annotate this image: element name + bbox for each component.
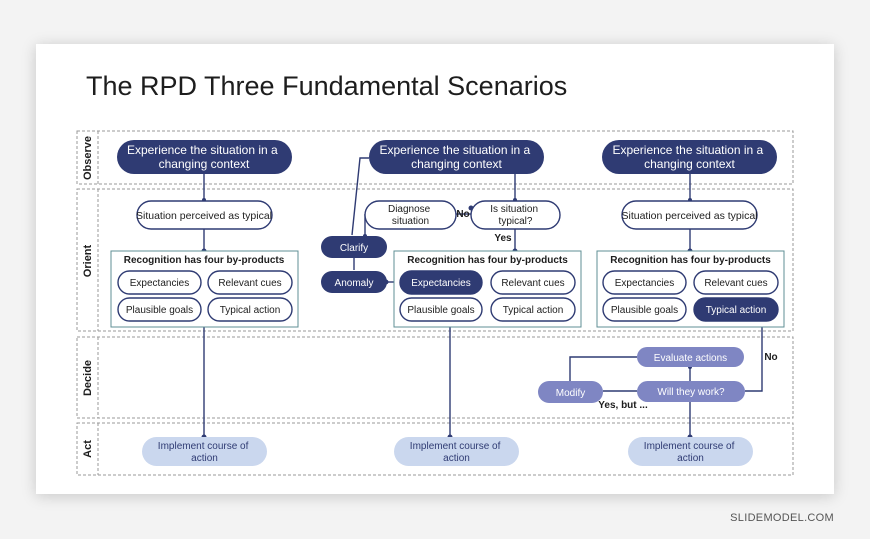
relevant-cues-node-2 [490, 270, 576, 295]
clarify-text: Clarify [340, 243, 368, 254]
band-orient [76, 188, 794, 332]
diagnose-text-a: Diagnose [388, 204, 431, 215]
perceived-typical-node-1 [136, 200, 273, 230]
will-they-work-node [637, 381, 745, 402]
expectancies-text-3: Expectancies [615, 278, 674, 289]
no-label-3: No [764, 352, 777, 363]
no-label-2: No [456, 209, 469, 220]
diagnose-text-b: situation [392, 216, 429, 227]
plausible-goals-text-2: Plausible goals [407, 305, 474, 316]
modify-text: Modify [556, 388, 585, 399]
experience-node-1 [117, 140, 292, 174]
experience-node-3 [602, 140, 777, 174]
modify-node [538, 381, 603, 403]
relevant-cues-text-1: Relevant cues [218, 278, 281, 289]
band-observe [76, 130, 794, 185]
implement-text-1a: Implement course of [158, 441, 249, 452]
typical-question-text-a: Is situation [490, 204, 538, 215]
plausible-goals-node-1 [117, 297, 202, 322]
svg-text:Diagnose situation: Diagnose situation [388, 204, 433, 227]
page-title: The RPD Three Fundamental Scenarios [86, 71, 568, 101]
svg-text:Implement course of acti: Implement course of action [644, 441, 737, 464]
anomaly-node [321, 271, 387, 293]
clarify-node [321, 236, 387, 258]
svg-text:Experience the situation in a: Experience the situation in a changing c… [127, 143, 281, 171]
relevant-cues-text-3: Relevant cues [704, 278, 767, 289]
typical-action-text-3: Typical action [706, 305, 767, 316]
implement-text-3b: action [677, 453, 704, 464]
experience-text-1b: changing context [159, 157, 250, 171]
expectancies-node-1 [117, 270, 202, 295]
svg-text:Implement course of acti: Implement course of action [158, 441, 251, 464]
expectancies-text-1: Expectancies [130, 278, 189, 289]
band-label-decide: Decide [82, 360, 94, 396]
band-label-orient: Orient [82, 244, 94, 277]
band-act [76, 422, 794, 476]
plausible-goals-text-3: Plausible goals [611, 305, 678, 316]
experience-text-2b: changing context [411, 157, 502, 171]
perceived-typical-text-3: Situation perceived as typical [622, 210, 758, 222]
expectancies-node-2 [399, 270, 483, 295]
experience-text-3a: Experience the situation in a [612, 143, 763, 157]
plausible-goals-text-1: Plausible goals [126, 305, 193, 316]
typical-action-node-2 [490, 297, 576, 322]
perceived-typical-node-3 [621, 200, 758, 230]
implement-node-1 [142, 437, 267, 466]
will-they-work-text: Will they work? [657, 387, 725, 398]
recognition-title-2: Recognition has four by-products [407, 255, 568, 266]
typical-action-text-1: Typical action [220, 305, 281, 316]
expectancies-text-2: Expectancies [411, 278, 470, 289]
typical-action-node-1 [207, 297, 293, 322]
relevant-cues-node-3 [693, 270, 779, 295]
implement-text-2b: action [443, 453, 470, 464]
expectancies-node-3 [602, 270, 687, 295]
recognition-title-1: Recognition has four by-products [124, 255, 285, 266]
svg-text:Experience the situation in a: Experience the situation in a changing c… [612, 143, 766, 171]
band-label-observe: Observe [82, 136, 94, 180]
experience-text-1a: Experience the situation in a [127, 143, 278, 157]
svg-text:Is situation typical?: Is situation typical? [490, 204, 541, 227]
experience-text-3b: changing context [644, 157, 735, 171]
yes-but-label: Yes, but ... [598, 400, 648, 411]
typical-question-node [470, 200, 561, 230]
relevant-cues-text-2: Relevant cues [501, 278, 564, 289]
anomaly-text: Anomaly [335, 278, 374, 289]
typical-action-text-2: Typical action [503, 305, 564, 316]
implement-text-3a: Implement course of [644, 441, 735, 452]
relevant-cues-node-1 [207, 270, 293, 295]
typical-question-text-b: typical? [499, 216, 533, 227]
plausible-goals-node-3 [602, 297, 687, 322]
evaluate-actions-text: Evaluate actions [654, 353, 727, 364]
svg-text:Implement course of acti: Implement course of action [410, 441, 503, 464]
scenario-3: Experience the situation in a changing c… [538, 140, 785, 466]
band-label-act: Act [82, 440, 94, 458]
svg-text:Experience the situation in a: Experience the situation in a changing c… [379, 143, 533, 171]
scenario-1: Experience the situation in a changing c… [110, 140, 299, 466]
credit-text: SLIDEMODEL.COM [730, 512, 834, 524]
band-decide [76, 336, 794, 419]
scenario-2: Experience the situation in a changing c… [321, 140, 582, 466]
implement-text-2a: Implement course of [410, 441, 501, 452]
diagnose-node [364, 200, 457, 230]
yes-label-2: Yes [494, 233, 512, 244]
experience-node-2 [369, 140, 544, 174]
experience-text-2a: Experience the situation in a [379, 143, 530, 157]
implement-node-3 [628, 437, 753, 466]
typical-action-node-3 [693, 297, 779, 322]
perceived-typical-text-1: Situation perceived as typical [136, 210, 272, 222]
recognition-title-3: Recognition has four by-products [610, 255, 771, 266]
plausible-goals-node-2 [399, 297, 483, 322]
implement-node-2 [394, 437, 519, 466]
evaluate-actions-node [637, 347, 744, 367]
implement-text-1b: action [191, 453, 218, 464]
